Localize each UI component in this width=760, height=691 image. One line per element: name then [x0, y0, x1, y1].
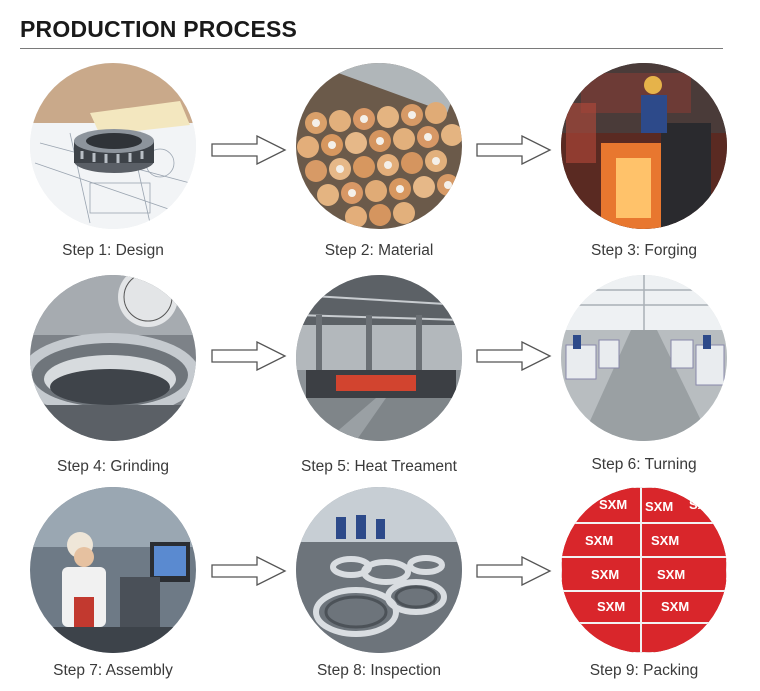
right-arrow-icon: [476, 556, 552, 586]
step-9-image: SXM SXM SXM SXM SXM SXM SXM SXM SXM: [561, 487, 727, 653]
box-brand: SXM: [689, 497, 717, 512]
step-1-image: [30, 63, 196, 229]
step-5-image: [296, 275, 462, 441]
step-7-label: Step 7: Assembly: [53, 662, 173, 679]
box-brand: SXM: [657, 567, 685, 582]
step-8-label: Step 8: Inspection: [316, 662, 442, 679]
step-7-image: [30, 487, 196, 653]
box-brand: SXM: [651, 533, 679, 548]
box-brand: SXM: [661, 599, 689, 614]
step-6-label: Step 6: Turning: [591, 456, 697, 473]
step-2-label: Step 2: Material: [324, 242, 434, 259]
page-title: PRODUCTION PROCESS: [20, 16, 298, 42]
step-8-image: [296, 487, 462, 653]
step-3-label: Step 3: Forging: [591, 242, 697, 259]
title-divider: [20, 48, 723, 49]
box-brand: SXM: [645, 499, 673, 514]
right-arrow-icon: [476, 341, 552, 371]
box-brand: SXM: [585, 533, 613, 548]
step-3-image: [561, 63, 727, 229]
step-9-label: Step 9: Packing: [589, 662, 699, 679]
right-arrow-icon: [211, 341, 287, 371]
step-2-image: [296, 63, 462, 229]
step-4-label: Step 4: Grinding: [56, 458, 169, 475]
right-arrow-icon: [476, 135, 552, 165]
right-arrow-icon: [211, 135, 287, 165]
step-1-label: Step 1: Design: [62, 242, 164, 259]
step-6-image: [561, 275, 727, 441]
box-brand: SXM: [599, 497, 627, 512]
box-brand: SXM: [591, 567, 619, 582]
step-5-label: Step 5: Heat Treament: [301, 458, 457, 475]
box-brand: SXM: [597, 599, 625, 614]
step-4-image: [30, 275, 196, 441]
right-arrow-icon: [211, 556, 287, 586]
